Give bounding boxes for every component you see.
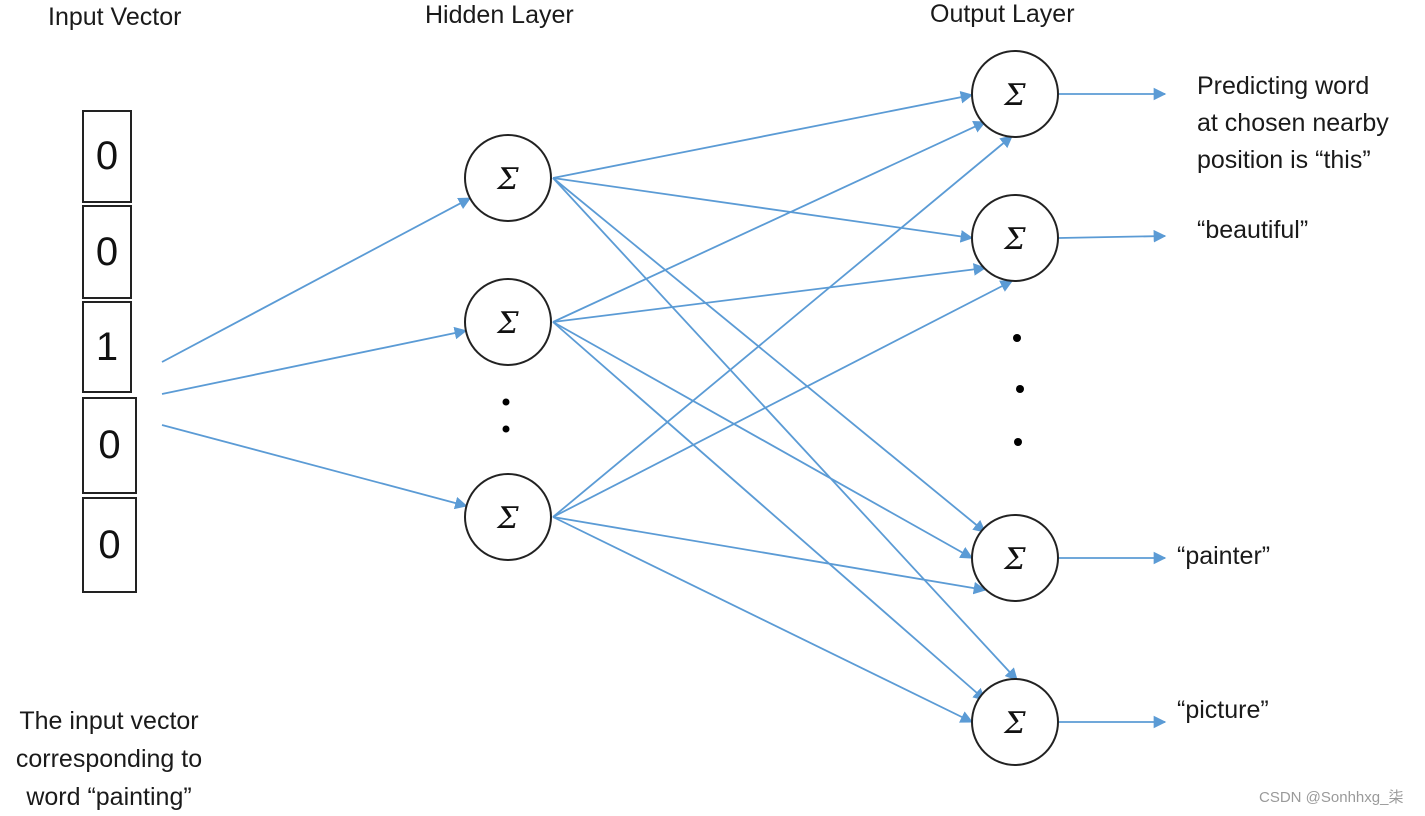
ellipsis-group	[502, 334, 1024, 446]
hidden-neuron: Σ	[464, 278, 552, 366]
hidden-layer-heading: Hidden Layer	[425, 1, 574, 29]
caption-line: word “painting”	[26, 783, 192, 811]
input-to-hidden-edge	[161, 424, 468, 510]
input-vector-caption: The input vector corresponding to word “…	[0, 702, 218, 816]
hidden-to-output-edge	[552, 263, 987, 323]
hidden-to-output-edge	[552, 91, 974, 179]
output-arrow-edge	[1058, 229, 1167, 243]
hidden-to-output-edge	[552, 135, 1013, 518]
watermark: CSDN @Sonhhxg_柒	[1259, 789, 1404, 806]
hidden-to-output-edge	[552, 121, 987, 323]
hidden-ellipsis-dot-icon	[502, 425, 510, 433]
neuron-circle	[971, 50, 1059, 138]
hidden-neuron: Σ	[464, 473, 552, 561]
hidden-to-output-edge	[552, 177, 986, 533]
output-ellipsis-dot-icon	[1016, 385, 1024, 393]
input-vector-heading: Input Vector	[48, 3, 182, 31]
output-neuron: Σ	[971, 194, 1059, 282]
output-label-this: Predicting word at chosen nearby positio…	[1197, 68, 1389, 179]
sigma-icon: Σ	[1003, 222, 1026, 257]
sigma-icon: Σ	[1003, 542, 1026, 577]
output-neuron: Σ	[971, 514, 1059, 602]
hidden-to-output-edge	[552, 177, 1018, 681]
output-ellipsis-dot-icon	[1013, 334, 1021, 342]
output-label-line: Predicting word	[1197, 72, 1370, 100]
sigma-icon: Σ	[1003, 78, 1026, 113]
input-to-hidden-edge	[161, 326, 468, 395]
caption-line: The input vector	[19, 707, 199, 735]
hidden-to-output-edge	[552, 516, 987, 595]
hidden-to-output-edge	[552, 516, 974, 723]
output-label-picture: “picture”	[1177, 692, 1269, 729]
output-neuron: Σ	[971, 678, 1059, 766]
hidden-to-output-edge	[552, 280, 1014, 518]
input-vector-cell: 0	[82, 397, 137, 494]
hidden-to-output-edge	[552, 321, 986, 701]
caption-line: corresponding to	[15, 745, 203, 773]
neuron-circle	[464, 278, 552, 366]
output-neuron: Σ	[971, 50, 1059, 138]
sigma-icon: Σ	[496, 501, 519, 536]
input-vector-cell: 0	[82, 497, 137, 593]
sigma-icon: Σ	[496, 162, 519, 197]
neuron-circle	[971, 678, 1059, 766]
input-vector-cell: 0	[82, 205, 132, 299]
output-label-line: at chosen nearby	[1197, 109, 1389, 137]
output-label-line: “beautiful”	[1197, 216, 1309, 244]
neuron-circle	[464, 134, 552, 222]
output-label-line: “painter”	[1177, 542, 1271, 570]
input-vector-cell-active: 1	[82, 301, 132, 393]
edges-group	[161, 87, 1167, 729]
neuron-circle	[971, 194, 1059, 282]
output-layer-heading: Output Layer	[930, 0, 1075, 28]
input-to-hidden-edge	[161, 197, 472, 363]
output-label-painter: “painter”	[1177, 538, 1270, 575]
nodes-group: Σ Σ Σ Σ Σ Σ Σ	[464, 50, 1059, 766]
neuron-circle	[971, 514, 1059, 602]
output-label-line: position is “this”	[1197, 146, 1371, 174]
hidden-ellipsis-dot-icon	[502, 398, 510, 406]
hidden-to-output-edge	[552, 321, 974, 559]
output-ellipsis-dot-icon	[1014, 438, 1022, 446]
output-label-beautiful: “beautiful”	[1197, 212, 1308, 249]
neuron-circle	[464, 473, 552, 561]
output-label-line: “picture”	[1177, 696, 1269, 724]
sigma-icon: Σ	[496, 306, 519, 341]
hidden-neuron: Σ	[464, 134, 552, 222]
sigma-icon: Σ	[1003, 706, 1026, 741]
input-vector-cell: 0	[82, 110, 132, 203]
